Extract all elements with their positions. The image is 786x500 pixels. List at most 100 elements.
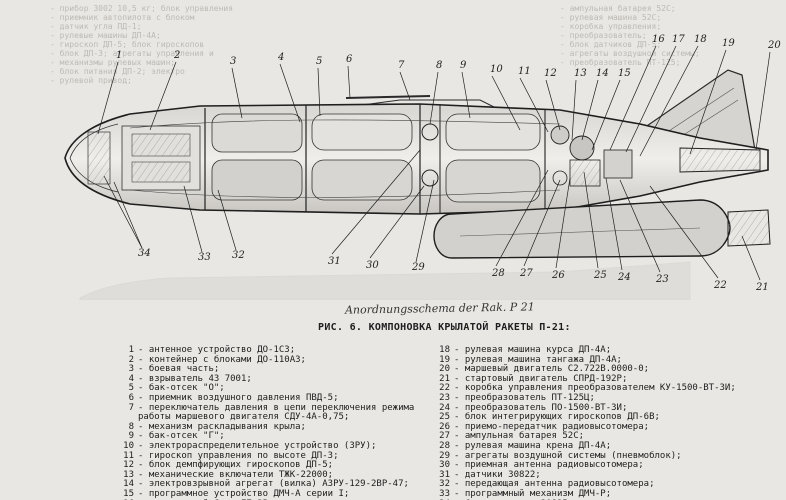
bleed-through-line: - рулевой привод; — [50, 76, 132, 85]
callout-12: 12 — [544, 68, 557, 79]
legend-number: 8 — [128, 421, 134, 432]
legend-text: - антенное устройство ДО-1СЗ; — [138, 345, 296, 355]
legend-row: 9 - бак-отсек "Г"; — [112, 432, 414, 442]
legend-number: 33 — [439, 488, 450, 499]
legend-number: 23 — [439, 392, 450, 403]
legend-row: 25- блок интегрирующих гироскопов ДП-6В; — [428, 413, 736, 423]
missile-drawing: 1234567891011121314151617181920212223242… — [64, 34, 781, 300]
legend-number: 27 — [439, 431, 450, 442]
legend-text: - рулевая машина курса ДП-4А; — [454, 345, 612, 355]
callout-10: 10 — [490, 64, 503, 75]
legend-row: 1- антенное устройство ДО-1СЗ; — [112, 345, 414, 356]
callout-3: 3 — [230, 56, 236, 67]
legend-number: 18 — [439, 345, 450, 355]
legend-number: 32 — [439, 479, 450, 490]
bleed-through-line: - рулевая машина 52С; — [560, 13, 662, 22]
legend-row: 32- передающая антенна радиовысотомера; — [428, 480, 736, 490]
handwritten-caption: Anordnungsschema der Rak. P 21 — [344, 300, 535, 317]
legend-text: - преобразователь ПТ-125Ц; — [454, 392, 595, 403]
legend-text: - ампульная батарея 52С; — [454, 431, 585, 442]
legend-row: 26- приемо-передатчик радиовысотомера; — [428, 421, 736, 433]
callout-23: 23 — [655, 274, 669, 285]
legend-row: 14- электровзрывной агрегат (вилка) АЗРУ… — [112, 480, 414, 490]
legend-row: 22- коробка управления преобразователем … — [428, 384, 736, 394]
callout-4: 4 — [277, 52, 284, 63]
bleed-through-line: - приемник автопилота с блоком — [50, 13, 195, 22]
callout-26: 26 — [551, 270, 565, 281]
legend-row: 30- приемная антенна радиовысотомера; — [428, 461, 736, 471]
legend-number: 13 — [123, 469, 134, 480]
bleed-through-line: - блок питания ДП-2; электро — [50, 67, 185, 76]
bleed-through-line: - агрегаты воздушной системы; — [560, 49, 700, 58]
pitot-probe-line — [345, 95, 431, 99]
legend-row: 28- рулевая машина крена ДП-4А; — [428, 440, 736, 452]
legend-row: 10 - электрораспределительное устройство … — [112, 440, 414, 452]
legend-row: 7- переключатель давления в цепи переклю… — [112, 403, 415, 414]
legend-text: - программное устройство ДМЧ-А серии I; — [138, 488, 350, 499]
callout-6: 6 — [346, 54, 353, 65]
legend-row: 31- датчики 30822; — [428, 469, 736, 481]
legend-text: - приемная антенна радиовысотомера; — [454, 460, 644, 471]
legend-number: 28 — [439, 440, 450, 451]
legend-row: 3 - боевая часть; — [112, 365, 414, 375]
legend-row: 11- гироскоп управления по высоте ДП-3; — [112, 451, 414, 462]
callout-19: 19 — [722, 38, 735, 49]
legend-text: - агрегаты воздушной системы (пневмоблок… — [454, 450, 682, 461]
bleed-through-line: - гироскоп ДП-5; блок гироскопов — [50, 40, 205, 49]
legend-number: 15 — [123, 488, 134, 499]
legend-text: - механизм раскладывания крыла; — [138, 421, 306, 432]
callout-13: 13 — [574, 68, 587, 79]
legend-number: 14 — [123, 479, 134, 490]
bleed-through-line: - прибор 3002 10,5 кг; блок управления — [50, 4, 234, 13]
bleed-through-line: - блок датчиков ДП-5; — [560, 40, 662, 49]
legend-number: 9 — [128, 431, 134, 442]
legend-text: - программный механизм ДМЧ-Р; — [454, 488, 612, 499]
callout-8: 8 — [436, 60, 442, 71]
legend-number: 10 — [123, 440, 134, 451]
callout-16: 16 — [652, 34, 665, 45]
callout-28: 28 — [491, 268, 505, 279]
legend-number: 25 — [439, 412, 450, 423]
callout-30: 30 — [366, 260, 379, 271]
legend-text: - электрораспределительное устройство (З… — [138, 440, 377, 451]
legend-row: 12- блок демпфирующих гироскопов ДП-5; — [112, 461, 414, 471]
legend-row: 2- контейнер с блоками ДО-110АЗ; — [112, 355, 414, 366]
callout-17: 17 — [672, 34, 685, 45]
legend-number: 26 — [439, 421, 450, 432]
legend-number: 3 — [128, 364, 134, 375]
callout-11: 11 — [518, 66, 531, 77]
bleed-through-line: - преобразователь ПТ-125; — [560, 58, 681, 67]
legend-text: работы маршевого двигателя СДУ-4А-0,75; — [138, 412, 350, 423]
legend-text: - боевая часть; — [138, 364, 220, 375]
bleed-through-line: - блок ДП-3; агрегаты управления и — [50, 49, 214, 58]
legend-number: 4 — [128, 373, 134, 384]
legend-row: 27 - ампульная батарея 52С; — [428, 432, 736, 442]
legend-right-column: 18- рулевая машина курса ДП-4А;19- рулев… — [428, 345, 736, 500]
legend-number: 31 — [439, 469, 450, 480]
callout-14: 14 — [596, 68, 609, 79]
legend-row: 29- агрегаты воздушной системы (пневмобл… — [428, 450, 736, 462]
legend-row: 23 - преобразователь ПТ-125Ц; — [428, 392, 736, 404]
legend-row: 8 - механизм раскладывания крыла; — [112, 421, 414, 433]
legend-text: - бак-отсек "О"; — [138, 383, 225, 394]
legend-number: 21 — [439, 373, 450, 384]
callout-27: 27 — [519, 268, 533, 279]
callout-32: 32 — [232, 250, 245, 261]
bleed-through-text-right: - ампульная батарея 52С;- рулевая машина… — [560, 4, 700, 67]
legend-number: 19 — [439, 354, 450, 365]
bleed-through-line: - коробка управления; — [560, 22, 662, 31]
legend-number: 5 — [128, 383, 134, 394]
leader-lines — [97, 45, 771, 281]
legend-number: 24 — [439, 402, 450, 413]
legend-number: 6 — [128, 392, 134, 403]
legend-text: - бак-отсек "Г"; — [138, 431, 225, 442]
legend-number: 22 — [439, 383, 450, 394]
callout-1: 1 — [116, 50, 122, 61]
legend-number: 12 — [123, 460, 134, 471]
legend-row: 13 - механические включатели ТЖК-22000; — [112, 469, 414, 481]
legend-text: - приемник воздушного давления ПВД-5; — [138, 392, 339, 403]
legend-text: - механические включатели ТЖК-22000; — [138, 469, 334, 480]
legend-row: 21- стартовый двигатель СПРД-192Р; — [428, 373, 736, 385]
